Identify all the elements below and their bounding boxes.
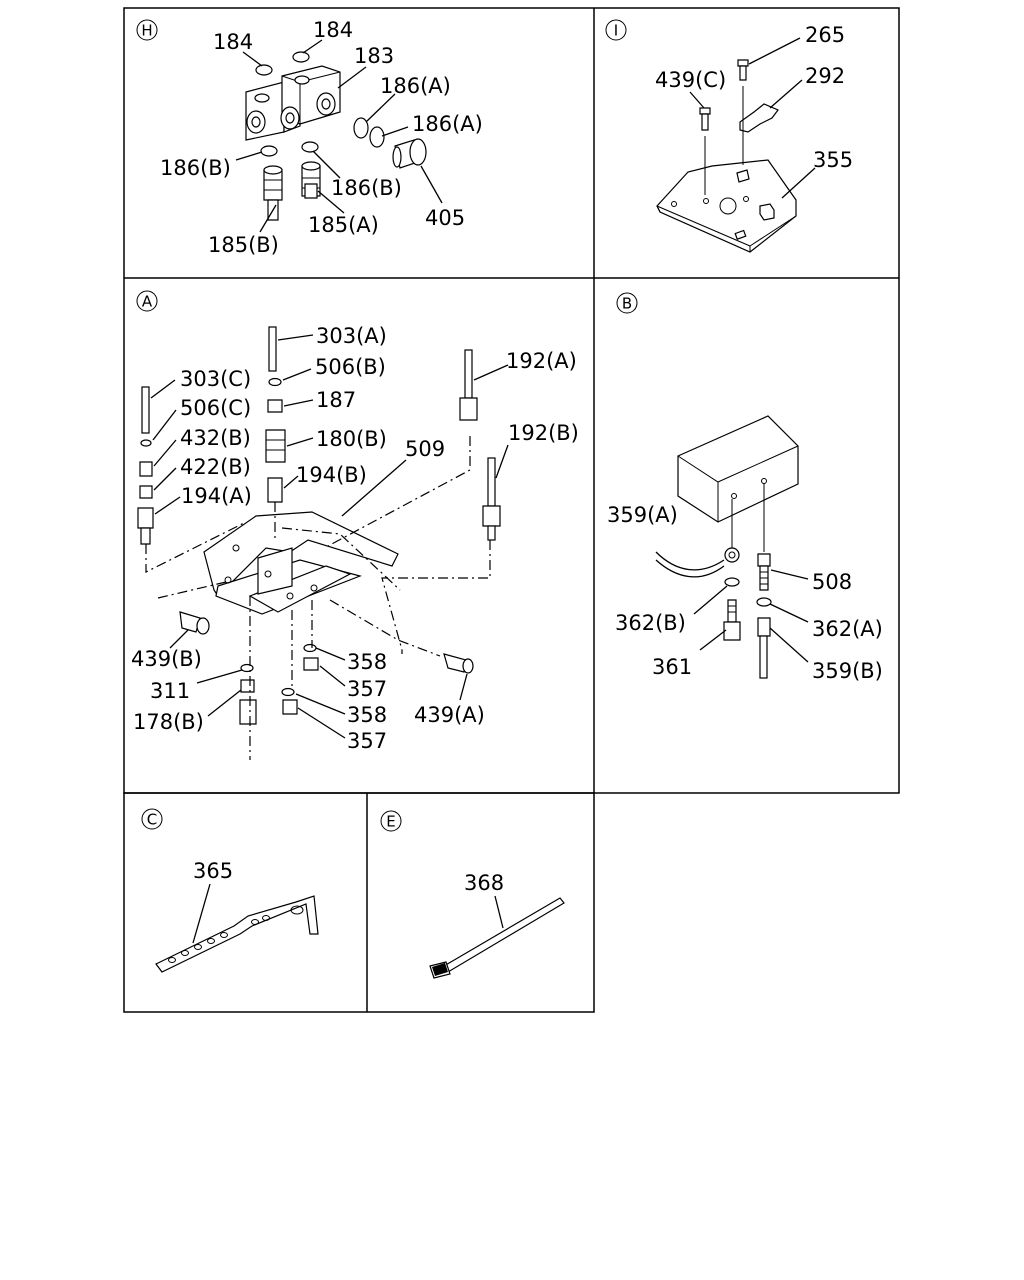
bracket-assembly-drawing bbox=[137, 326, 501, 760]
part-label: 355 bbox=[813, 148, 853, 172]
panel-marker-h: H bbox=[136, 19, 158, 41]
control-box-drawing bbox=[655, 415, 799, 679]
panel-e: E 368 bbox=[380, 810, 565, 979]
panel-grid bbox=[123, 7, 900, 1013]
part-label: 368 bbox=[464, 871, 504, 895]
part-label: 186(A) bbox=[412, 112, 483, 136]
part-label: 359(A) bbox=[607, 503, 678, 527]
part-label: 405 bbox=[425, 206, 465, 230]
leader-line-e bbox=[494, 895, 504, 929]
leader-lines-h bbox=[235, 39, 443, 233]
part-label: 362(B) bbox=[615, 611, 686, 635]
panel-marker-a: A bbox=[136, 290, 158, 312]
part-label: 194(B) bbox=[296, 463, 367, 487]
part-label: 303(C) bbox=[180, 367, 251, 391]
svg-text:I: I bbox=[614, 22, 618, 40]
cable-tie-drawing bbox=[429, 897, 565, 979]
part-label: 186(B) bbox=[160, 156, 231, 180]
part-label: 358 bbox=[347, 650, 387, 674]
part-label: 506(B) bbox=[315, 355, 386, 379]
part-label: 508 bbox=[812, 570, 852, 594]
leader-lines-i bbox=[689, 37, 816, 199]
part-label: 439(B) bbox=[131, 647, 202, 671]
part-labels-b: 359(A) 508 362(B) 362(A) 361 359(B) bbox=[607, 503, 883, 683]
valve-block-drawing bbox=[245, 51, 427, 221]
part-label: 303(A) bbox=[316, 324, 387, 348]
panel-marker-b: B bbox=[616, 292, 638, 314]
svg-text:A: A bbox=[142, 293, 153, 311]
part-label: 184 bbox=[313, 18, 353, 42]
svg-text:C: C bbox=[147, 811, 157, 829]
part-label: 432(B) bbox=[180, 426, 251, 450]
part-label: 194(A) bbox=[181, 484, 252, 508]
panel-marker-e: E bbox=[380, 810, 402, 832]
part-label: 358 bbox=[347, 703, 387, 727]
leader-lines-a bbox=[150, 334, 509, 739]
part-label: 359(B) bbox=[812, 659, 883, 683]
part-label: 183 bbox=[354, 44, 394, 68]
part-label: 178(B) bbox=[133, 710, 204, 734]
part-labels-a: 303(A) 506(B) 187 180(B) 194(B) 303(C) 5… bbox=[131, 324, 579, 753]
svg-text:E: E bbox=[386, 813, 395, 831]
part-label: 362(A) bbox=[812, 617, 883, 641]
mounting-plate-drawing bbox=[656, 59, 797, 253]
part-label: 311 bbox=[150, 679, 190, 703]
part-label: 365 bbox=[193, 859, 233, 883]
part-label: 439(C) bbox=[655, 68, 726, 92]
part-label: 185(B) bbox=[208, 233, 279, 257]
svg-text:B: B bbox=[622, 295, 632, 313]
part-label: 439(A) bbox=[414, 703, 485, 727]
part-label: 422(B) bbox=[180, 455, 251, 479]
part-labels-i: 265 292 439(C) 355 bbox=[655, 23, 853, 172]
part-label: 357 bbox=[347, 677, 387, 701]
part-label: 192(B) bbox=[508, 421, 579, 445]
svg-text:H: H bbox=[141, 22, 152, 40]
panel-marker-i: I bbox=[605, 19, 627, 41]
part-label: 506(C) bbox=[180, 396, 251, 420]
part-label: 185(A) bbox=[308, 213, 379, 237]
leader-lines-b bbox=[693, 569, 809, 663]
part-label: 357 bbox=[347, 729, 387, 753]
part-label: 265 bbox=[805, 23, 845, 47]
panel-b: B bbox=[607, 292, 883, 683]
part-label: 186(A) bbox=[380, 74, 451, 98]
part-label: 292 bbox=[805, 64, 845, 88]
panel-i: I 265 bbox=[605, 19, 853, 253]
part-label: 509 bbox=[405, 437, 445, 461]
part-label: 186(B) bbox=[331, 176, 402, 200]
part-label: 180(B) bbox=[316, 427, 387, 451]
leader-line-c bbox=[192, 883, 211, 944]
part-label: 361 bbox=[652, 655, 692, 679]
part-label: 192(A) bbox=[506, 349, 577, 373]
part-labels-h: 184 184 183 186(A) 186(A) 186(B) 186(B) … bbox=[160, 18, 483, 257]
part-label: 187 bbox=[316, 388, 356, 412]
panel-h: H bbox=[136, 18, 483, 257]
part-label: 184 bbox=[213, 30, 253, 54]
panel-c: C 365 bbox=[141, 808, 319, 973]
panel-a: A bbox=[131, 290, 579, 760]
bracket-strap-drawing bbox=[155, 895, 319, 973]
panel-marker-c: C bbox=[141, 808, 163, 830]
